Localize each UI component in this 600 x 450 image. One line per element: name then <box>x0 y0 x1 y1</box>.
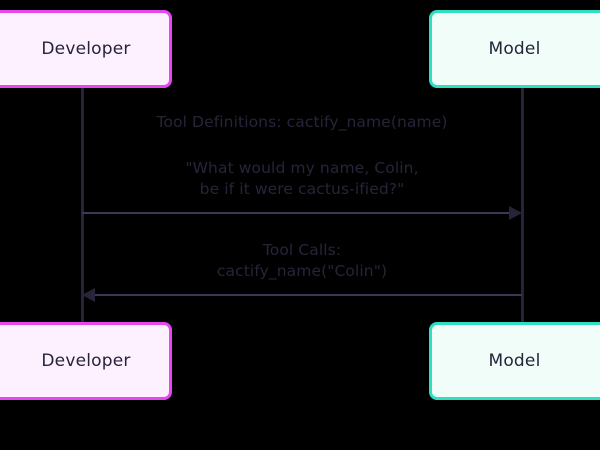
message-2-arrowhead-left-icon <box>82 288 95 302</box>
message-2-tool-calls-label: Tool Calls: cactify_name("Colin") <box>82 240 522 282</box>
participant-label-model-top: Model <box>488 39 541 59</box>
lifeline-model <box>521 88 524 322</box>
message-1-prompt-label: "What would my name, Colin, be if it were… <box>82 158 522 200</box>
message-1-prompt-line-2: be if it were cactus-ified?" <box>199 180 405 198</box>
message-2-line-2: cactify_name("Colin") <box>216 262 388 280</box>
participant-label-developer-bottom: Developer <box>41 351 131 371</box>
participant-box-developer-bottom[interactable]: Developer <box>0 322 172 400</box>
participant-box-model-top[interactable]: Model <box>429 10 600 88</box>
message-1-arrow-line <box>82 212 512 214</box>
message-2-arrow-line <box>90 294 522 296</box>
participant-box-model-bottom[interactable]: Model <box>429 322 600 400</box>
participant-label-model-bottom: Model <box>488 351 541 371</box>
message-2-line-1: Tool Calls: <box>262 241 342 259</box>
lifeline-developer <box>81 88 84 322</box>
participant-label-developer-top: Developer <box>41 39 131 59</box>
participant-box-developer-top[interactable]: Developer <box>0 10 172 88</box>
message-1-tool-definitions-label: Tool Definitions: cactify_name(name) <box>156 113 448 131</box>
message-1-prompt-line-1: "What would my name, Colin, <box>185 159 419 177</box>
message-1-arrowhead-right-icon <box>509 206 522 220</box>
